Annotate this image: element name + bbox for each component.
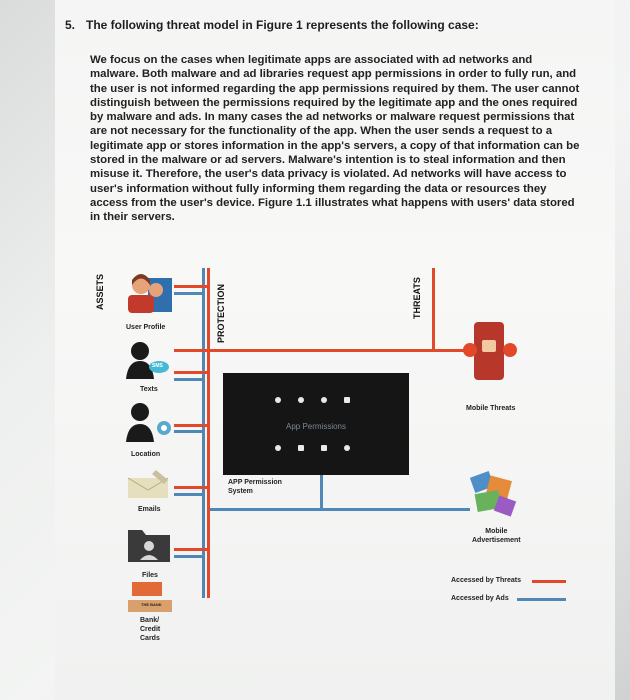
mic-icon (321, 397, 327, 403)
files-label: Files (142, 572, 158, 579)
bank-card-icon (128, 580, 174, 614)
bank-label: Bank/ Credit Cards (140, 617, 161, 642)
bank-badge: THE BANK (141, 602, 162, 607)
user-red-line (174, 285, 208, 288)
question-number: 5. (65, 18, 76, 32)
ads-vertical-blue (320, 475, 323, 509)
message-icon (298, 445, 304, 451)
legend-threats: Accessed by Threats (451, 577, 522, 584)
settings-icon (298, 397, 304, 403)
calendar-icon (321, 445, 327, 451)
texts-blue-line (174, 378, 204, 381)
texts-label: Texts (140, 386, 158, 393)
user-profile-icon (122, 272, 174, 314)
legend-threats-line (532, 580, 566, 583)
app-permissions-panel: App Permissions (223, 373, 409, 475)
question-paragraph: We focus on the cases when legitimate ap… (90, 54, 580, 224)
assets-label: ASSETS (95, 273, 105, 310)
email-icon (127, 470, 172, 502)
protection-label: PROTECTION (216, 283, 226, 343)
mobile-threat-icon (458, 320, 522, 382)
question-title: The following threat model in Figure 1 r… (86, 18, 479, 32)
sms-icon (126, 339, 170, 379)
sms-badge: SMS (152, 363, 163, 369)
mobile-advertisement-label: Mobile Advertisement (472, 528, 521, 544)
location-label: Location (131, 451, 161, 458)
app-permission-system-label: APP Permission System (228, 479, 282, 495)
phone-icon (275, 445, 281, 451)
threat-horizontal-red (174, 349, 464, 352)
legend-ads: Accessed by Ads (451, 595, 509, 602)
threat-vertical-red (432, 268, 435, 352)
texts-red-line (174, 371, 208, 374)
emails-blue-line (174, 493, 204, 496)
camera-icon (344, 397, 350, 403)
mobile-threats-label: Mobile Threats (466, 405, 516, 412)
threats-label: THREATS (412, 277, 422, 319)
files-red-line (174, 548, 208, 551)
location-icon (126, 400, 176, 442)
location-blue-line (174, 430, 204, 433)
user-profile-label: User Profile (126, 324, 166, 331)
user-blue-line (174, 292, 204, 295)
emails-label: Emails (138, 506, 161, 513)
protection-vertical-blue (202, 268, 205, 598)
emails-red-line (174, 486, 208, 489)
panel-title: App Permissions (285, 422, 347, 431)
files-blue-line (174, 555, 204, 558)
mobile-advertisement-icon (466, 470, 522, 520)
legend-ads-line (517, 598, 566, 601)
folder-icon (128, 526, 172, 564)
ads-horizontal-blue (210, 508, 470, 511)
protection-vertical-red (207, 268, 210, 598)
pin-icon (275, 397, 281, 403)
sensor-icon (344, 445, 350, 451)
location-red-line (174, 424, 208, 427)
